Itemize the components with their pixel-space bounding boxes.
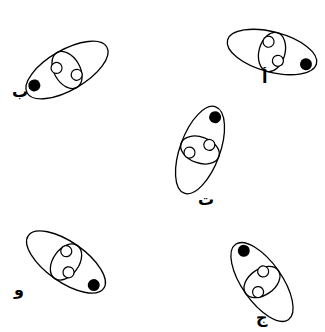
cell-figure [165, 100, 234, 200]
figure-letter: ب [12, 84, 28, 100]
cell-figure [222, 21, 321, 83]
figure-letter: أ [262, 70, 267, 86]
cell-figure [219, 233, 305, 331]
figure-letter: ت [198, 192, 214, 208]
figure-letter: و [14, 282, 24, 298]
cell-figure [17, 30, 117, 111]
figure-letter: ج [256, 310, 268, 326]
cell-figure [17, 219, 115, 305]
